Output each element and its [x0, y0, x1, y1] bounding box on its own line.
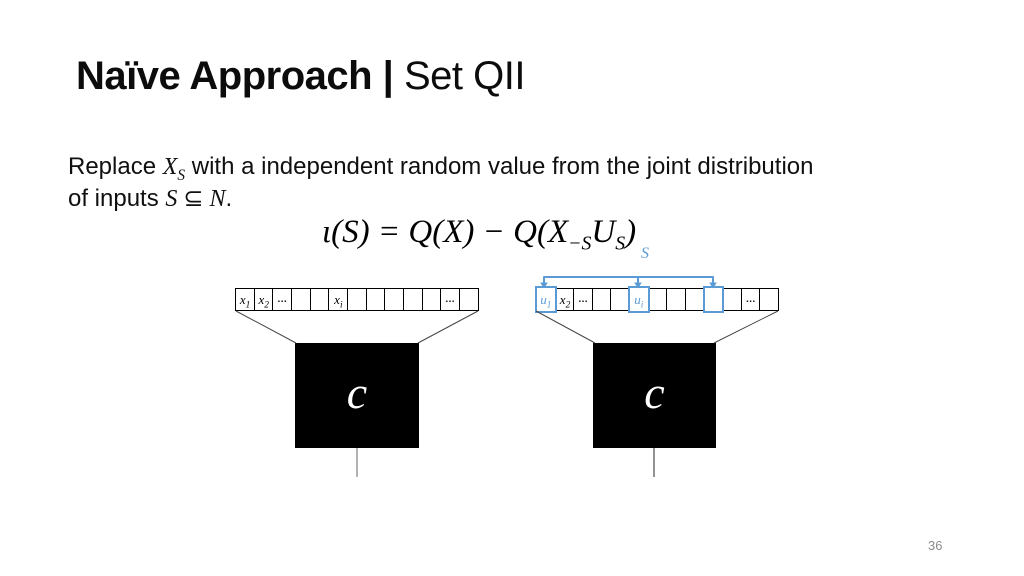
subset-symbol: ⊆	[177, 186, 210, 212]
right-array-cell: …	[741, 288, 761, 311]
left-array-cell	[384, 288, 405, 311]
left-array-cell	[458, 288, 480, 311]
right-array-cell	[722, 288, 743, 311]
left-array-cell: xi	[328, 288, 349, 311]
left-array-cell	[365, 288, 386, 311]
body-var-x: XS	[162, 154, 186, 184]
left-array-cell	[309, 288, 330, 311]
right-array-cell: …	[573, 288, 594, 311]
left-funnel-lines	[235, 310, 479, 344]
right-array-cell	[666, 288, 686, 311]
formula-sub-negS: −S	[568, 232, 592, 255]
formula-sub-S: S	[615, 232, 626, 255]
body-var-n: N	[209, 186, 226, 212]
body-var-s: S	[165, 186, 178, 212]
left-array-cell	[402, 288, 424, 311]
right-array-cell: x2	[555, 288, 575, 311]
right-classifier-box: c	[593, 343, 716, 448]
right-array-cell	[609, 288, 630, 311]
left-array-cell: …	[440, 288, 461, 311]
left-array-cell: x1	[235, 288, 256, 311]
s-set-label: S	[641, 245, 649, 262]
left-classifier-label: c	[346, 367, 368, 418]
left-array-cell: …	[272, 288, 293, 311]
right-array-cell: u1	[535, 286, 557, 313]
right-array-cell	[684, 288, 705, 311]
left-array-cell: x2	[253, 288, 274, 311]
body-line2-pre: of inputs	[68, 185, 166, 212]
right-array-cell	[648, 288, 668, 311]
right-classifier-label: c	[644, 367, 665, 418]
body-line1-pre: Replace	[68, 153, 163, 180]
slide-title-regular: Set QII	[393, 54, 525, 98]
formula-close: )	[625, 214, 637, 250]
body-paragraph: Replace XS with a independent random val…	[68, 151, 998, 215]
formula-main: ι(S) = Q(X) − Q(X	[322, 214, 569, 250]
left-array-cell	[421, 288, 442, 311]
right-array-cell	[702, 286, 725, 313]
page-number: 36	[928, 538, 943, 553]
qii-formula: ι(S) = Q(X) − Q(X−SUS)	[322, 214, 637, 253]
right-funnel-lines	[535, 310, 779, 344]
left-classifier-box: c	[295, 343, 419, 448]
right-array-cell	[759, 288, 779, 311]
right-array-cell: ui	[627, 286, 650, 313]
formula-u: U	[591, 214, 616, 250]
right-array-cell	[591, 288, 612, 311]
left-array-cell	[290, 288, 312, 311]
body-period: .	[225, 185, 233, 212]
slide-title: Naïve Approach | Set QII	[76, 54, 525, 99]
body-line1-post: with a independent random value from the…	[185, 153, 814, 180]
slide-title-bold: Naïve Approach |	[76, 54, 394, 98]
left-array-cell	[346, 288, 368, 311]
